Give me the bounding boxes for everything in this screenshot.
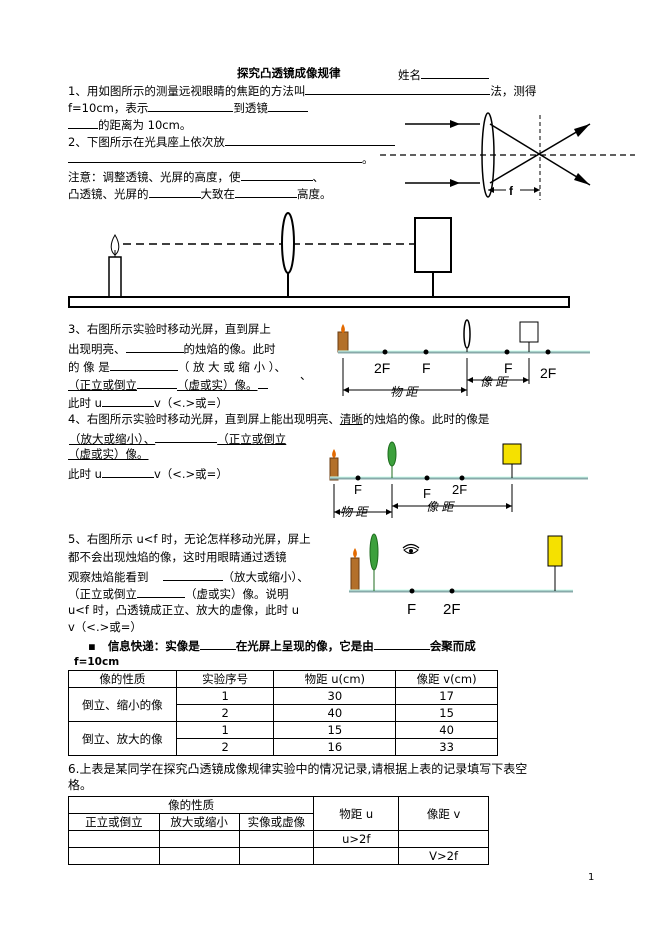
q3-line2: 出现明亮、的烛焰的像。此时 <box>68 342 276 356</box>
t1-cell: 15 <box>395 704 498 722</box>
q5-line3: 观察烛焰能看到（放大或缩小）、 <box>68 570 309 584</box>
t1-cell: 2 <box>175 704 275 722</box>
q3-diagram: 2F F F 2F 物 距 像 距 <box>337 319 590 399</box>
info-line: ▪ 信息快递：实像是在光屏上呈现的像，它是由会聚而成 <box>88 639 476 653</box>
t2-blank-cell[interactable] <box>238 847 315 865</box>
q5-line4: （正立或倒立（虚或实）像。说明 <box>68 587 289 601</box>
q2-line1: 2、下图所示在光具座上依次放 <box>68 133 395 150</box>
q1-line2: f=10cm，表示到透镜 <box>68 99 308 116</box>
page-title: 探究凸透镜成像规律 <box>237 66 341 80</box>
q2-line2: 。 <box>68 150 374 167</box>
fill-in-table: 像的性质 物距 u 像距 v 正立或倒立 放大或缩小 实像或虚像 u>2f V>… <box>67 796 489 865</box>
t2-v-cell: V>2f <box>398 847 489 865</box>
q4-image-distance-label: 像 距 <box>426 500 455 514</box>
name-label: 姓名 <box>398 66 489 83</box>
q1-line3: 的距离为 10cm。 <box>68 116 191 133</box>
t2-u-cell: u>2f <box>313 830 400 848</box>
t2-header-v: 像距 v <box>398 796 489 831</box>
page-number: 1 <box>588 872 595 883</box>
optical-bench-diagram <box>68 212 570 308</box>
t1-group-label: 倒立、放大的像 <box>68 721 177 756</box>
t2-blank-cell[interactable] <box>158 830 240 848</box>
experiment-table: 像的性质 实验序号 物距 u(cm) 像距 v(cm) 倒立、缩小的像 1 30… <box>68 670 498 756</box>
t1-cell: 40 <box>395 721 498 739</box>
t1-cell: 30 <box>273 687 397 705</box>
q3-2f-left: 2F <box>374 360 390 376</box>
q5-2f-label: 2F <box>443 601 461 618</box>
t2-blank-cell[interactable] <box>238 830 315 848</box>
q3-f-right: F <box>504 360 513 376</box>
q3-line4: （正立或倒立（虚或实）像。 <box>68 376 268 393</box>
q4-f-left: F <box>354 482 362 497</box>
t2-blank-cell[interactable] <box>68 847 160 865</box>
t2-group-header: 像的性质 <box>67 796 315 814</box>
t1-header-index: 实验序号 <box>175 670 275 688</box>
t2-sub-header: 正立或倒立 <box>68 813 160 831</box>
q6-line2: 格。 <box>68 778 93 792</box>
t1-cell: 16 <box>273 738 397 756</box>
t2-sub-header: 放大或缩小 <box>158 813 240 831</box>
q6-line1: 6.上表是某同学在探究凸透镜成像规律实验中的情况记录,请根据上表的记录填写下表空 <box>68 762 528 776</box>
t1-cell: 1 <box>175 687 275 705</box>
q4-line3: （虚或实）像。 <box>68 447 149 461</box>
focal-length-diagram: f <box>380 112 635 200</box>
q5-diagram: F 2F <box>349 533 573 618</box>
t1-header-u: 物距 u(cm) <box>273 670 397 688</box>
t2-sub-header: 实像或虚像 <box>238 813 315 831</box>
q3-object-distance-label: 物 距 <box>390 385 419 399</box>
t2-blank-cell[interactable] <box>68 830 160 848</box>
t1-header-nature: 像的性质 <box>68 670 177 688</box>
q4-line2: （放大或缩小）、（正立或倒立 <box>69 432 287 446</box>
q3-line1: 3、右图所示实验时移动光屏，直到屏上 <box>68 322 271 336</box>
t1-cell: 15 <box>273 721 397 739</box>
focal-label-f: f <box>509 184 514 198</box>
t1-cell: 17 <box>395 687 498 705</box>
info-focal: f=10cm <box>74 656 120 668</box>
q4-line1: 4、右图所示实验时移动光屏，直到屏上能出现明亮、清晰的烛焰的像。此时的像是 <box>68 412 490 426</box>
q1-line1: 1、用如图所示的测量远视眼睛的焦距的方法叫法，测得 <box>68 84 537 98</box>
t2-header-u: 物距 u <box>313 796 400 831</box>
t2-blank-cell[interactable] <box>313 847 400 865</box>
q5-line2: 都不会出现烛焰的像，这时用眼睛通过透镜 <box>68 550 287 564</box>
q4-f-right: F <box>423 486 431 501</box>
t1-cell: 33 <box>395 738 498 756</box>
q3-comma: 、 <box>300 368 312 382</box>
t1-cell: 40 <box>273 704 397 722</box>
q5-line6: v（<.>或=） <box>68 620 142 634</box>
q3-f-left: F <box>422 360 431 376</box>
t2-blank-cell[interactable] <box>398 830 489 848</box>
t2-blank-cell[interactable] <box>158 847 240 865</box>
q3-2f-right: 2F <box>540 365 556 381</box>
q4-2f-right: 2F <box>452 482 467 497</box>
q5-line5: u<f 时，凸透镜成正立、放大的虚像，此时 u <box>68 603 300 617</box>
t1-group-label: 倒立、缩小的像 <box>68 687 177 722</box>
t1-cell: 2 <box>175 738 275 756</box>
q3-line3: 的 像 是（ 放 大 或 缩 小 ）、 <box>68 360 286 374</box>
q4-object-distance-label: 物 距 <box>340 505 369 519</box>
q4-diagram: F F 2F 物 距 像 距 <box>329 441 588 519</box>
q5-line1: 5、右图所示 u<f 时，无论怎样移动光屏，屏上 <box>68 532 311 546</box>
q5-f-label: F <box>407 601 416 618</box>
t1-header-v: 像距 v(cm) <box>395 670 498 688</box>
note-line2: 凸透镜、光屏的大致在高度。 <box>68 187 332 201</box>
t1-cell: 1 <box>175 721 275 739</box>
q3-image-distance-label: 像 距 <box>480 375 509 389</box>
note-line1: 注意：调整透镜、光屏的高度，使、 <box>68 170 324 184</box>
